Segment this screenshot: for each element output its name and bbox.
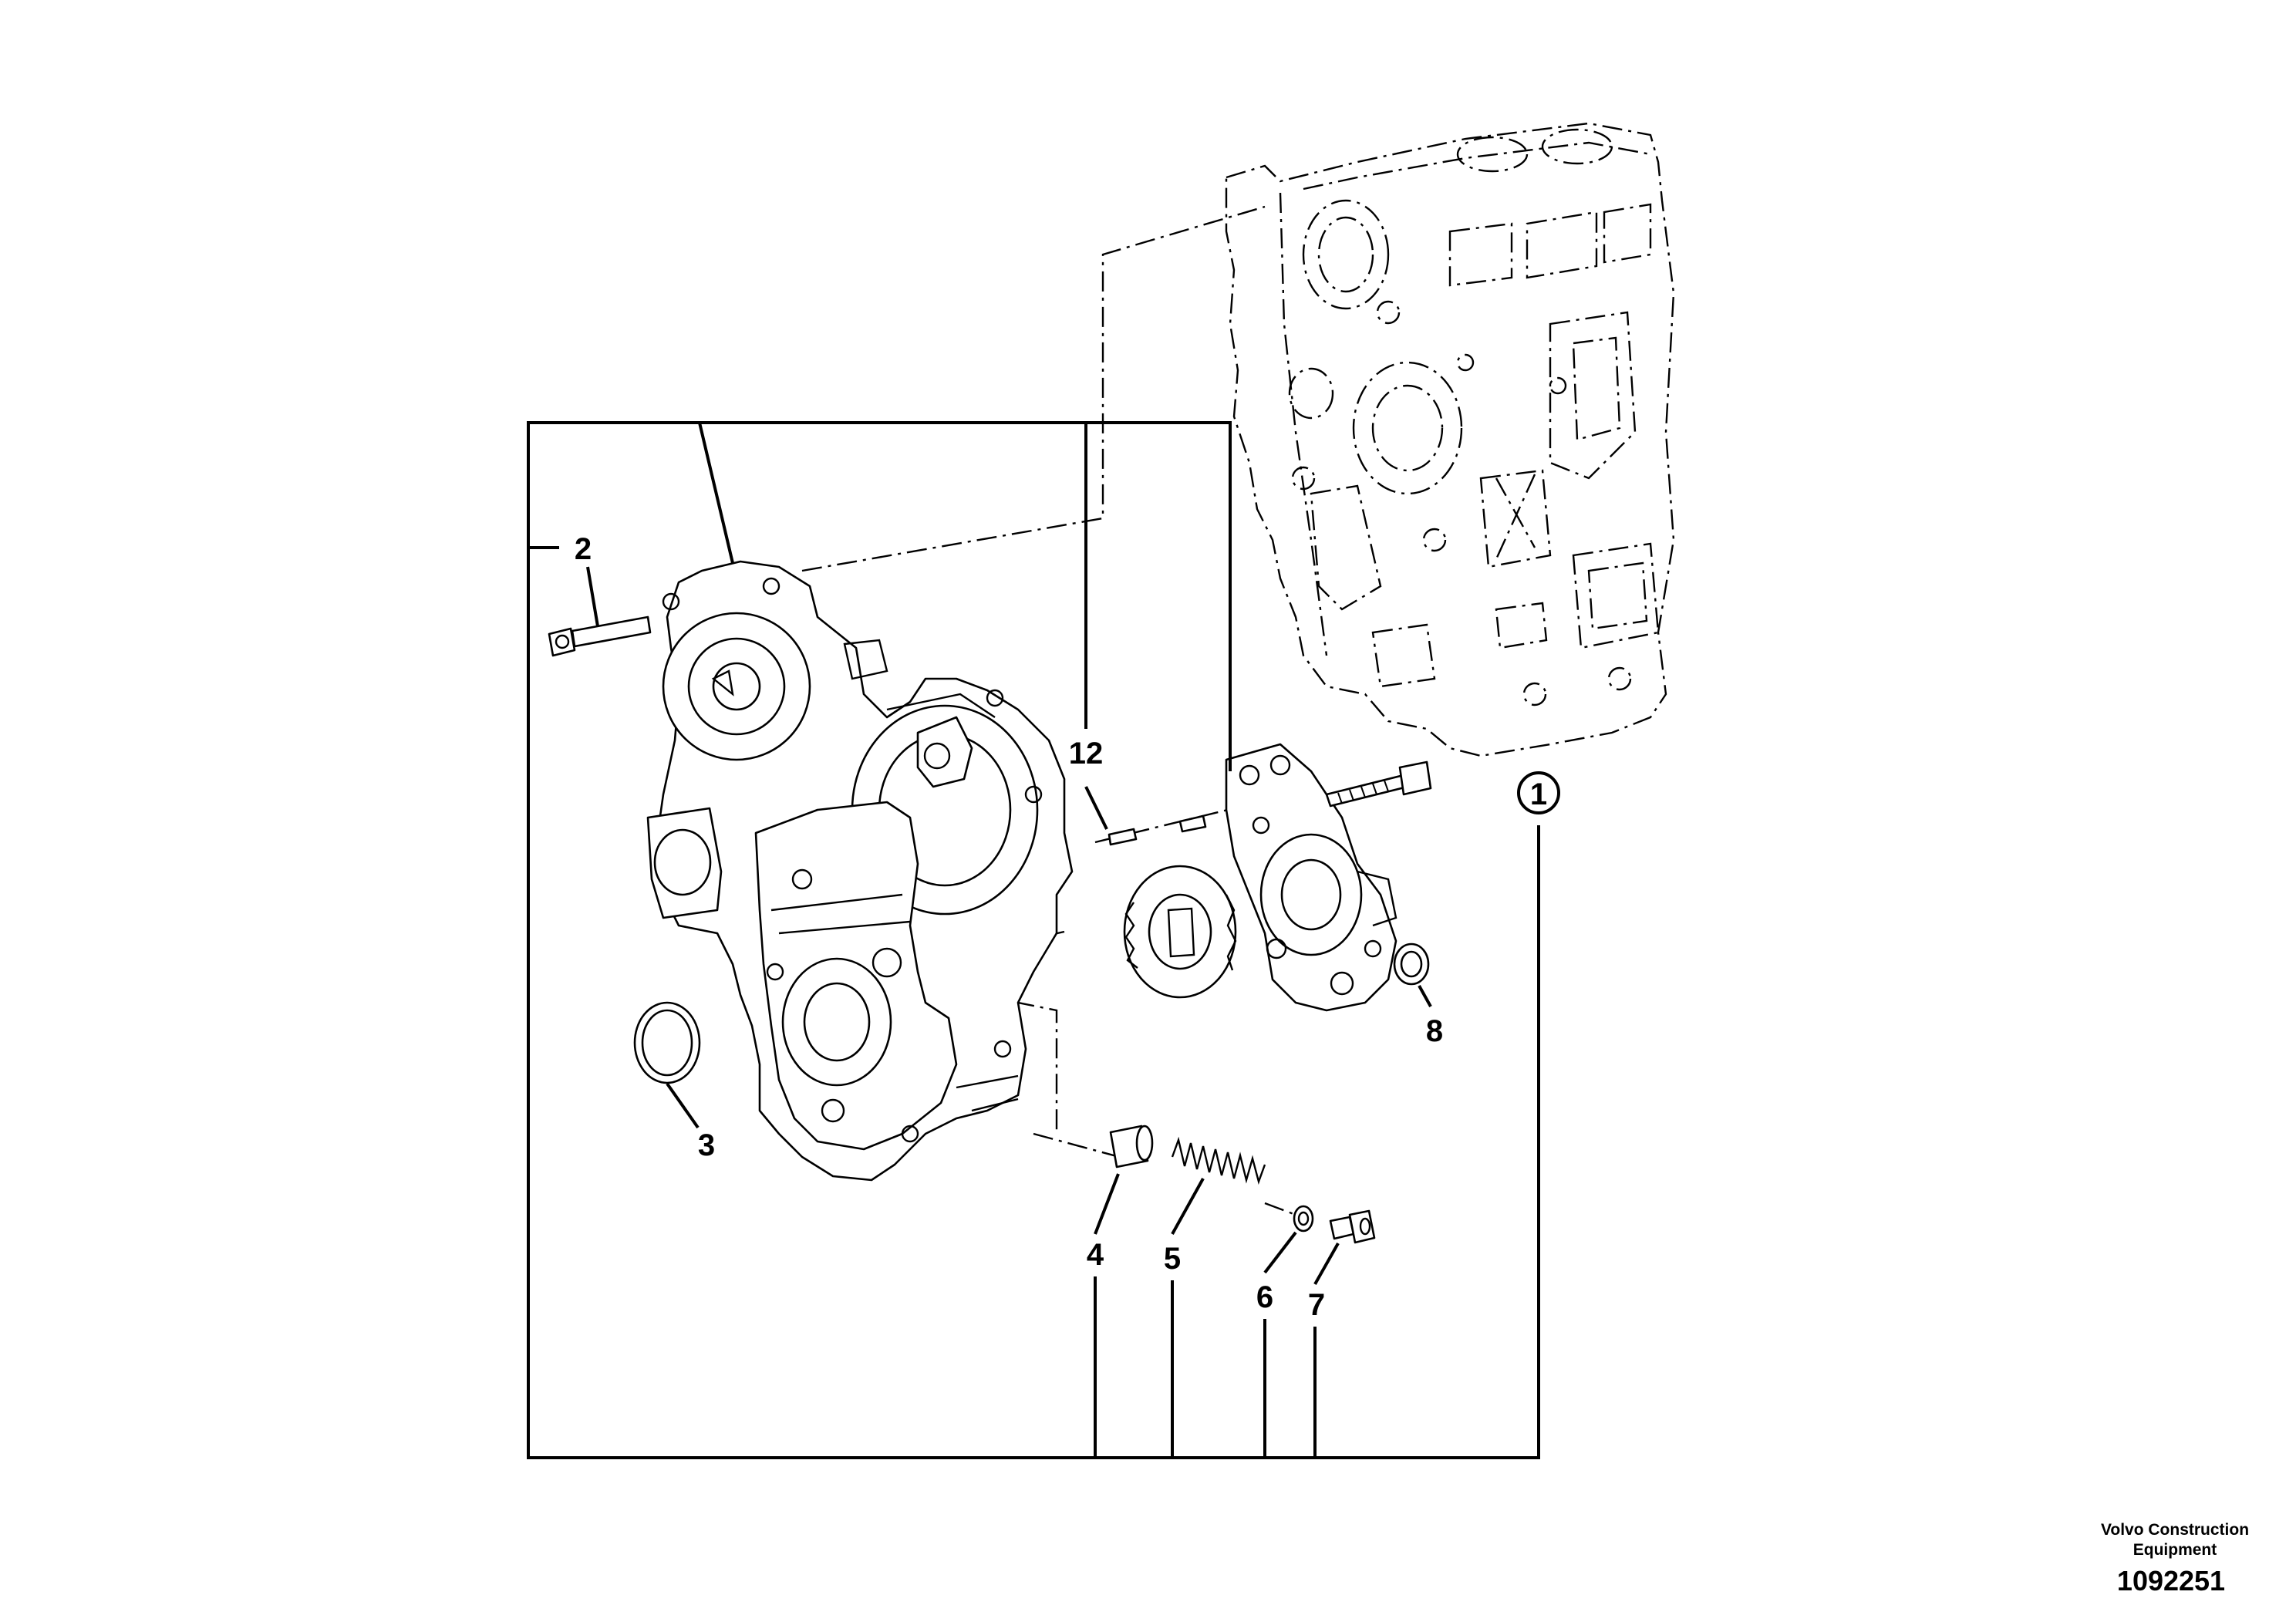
callout-7: 7 bbox=[1308, 1288, 1325, 1322]
engine-block-illustration bbox=[1225, 122, 1675, 757]
oil-pump-plate bbox=[1225, 743, 1397, 1012]
oil-pump-gear bbox=[1123, 865, 1237, 999]
drawing-number: 1092251 bbox=[2117, 1565, 2225, 1597]
washer-part-6 bbox=[1293, 1205, 1314, 1233]
seal-ring-part-8 bbox=[1393, 943, 1430, 986]
callout-6: 6 bbox=[1256, 1280, 1273, 1314]
dowel-pin-part-12 bbox=[1108, 814, 1207, 846]
spring-part-5 bbox=[1171, 1136, 1266, 1185]
callout-leader-lines bbox=[527, 421, 1540, 1459]
callout-12: 12 bbox=[1069, 737, 1104, 771]
publisher-mark: Volvo Construction Equipment 1092251 bbox=[2101, 1521, 2249, 1597]
timing-gear-cover bbox=[646, 560, 1074, 1182]
callout-circle-1 bbox=[1517, 771, 1560, 814]
pump-mounting-bolt bbox=[1325, 760, 1432, 808]
bolt-part-2 bbox=[548, 615, 652, 657]
relief-valve-piston-part-4 bbox=[1109, 1125, 1154, 1168]
callout-1: 1 bbox=[1530, 777, 1547, 811]
plug-part-7 bbox=[1329, 1209, 1376, 1244]
publisher-name-line2: Equipment bbox=[2133, 1541, 2217, 1559]
callout-5: 5 bbox=[1164, 1242, 1181, 1276]
callout-labels: 1 2 3 4 5 6 7 8 12 bbox=[575, 532, 1547, 1322]
callout-8: 8 bbox=[1426, 1014, 1443, 1048]
o-ring-part-3 bbox=[633, 1001, 701, 1084]
callout-2: 2 bbox=[575, 532, 592, 566]
callout-3: 3 bbox=[698, 1128, 715, 1162]
callout-4: 4 bbox=[1087, 1238, 1104, 1272]
publisher-name-line1: Volvo Construction bbox=[2101, 1521, 2249, 1539]
